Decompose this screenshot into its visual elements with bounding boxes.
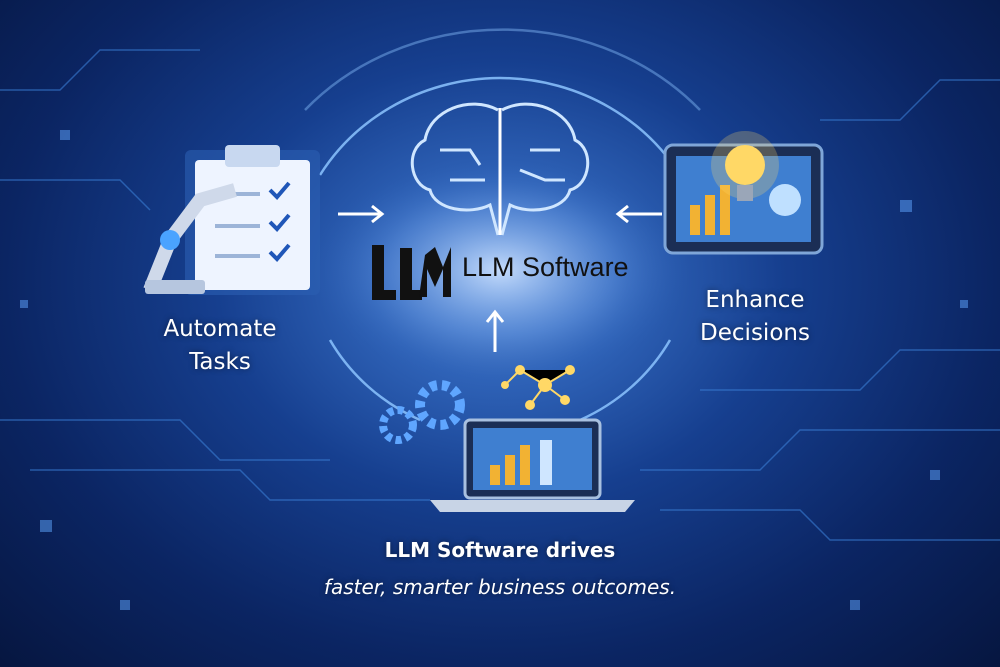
particles: [20, 130, 968, 610]
llm-logo: [372, 245, 451, 300]
circuit-lines: [0, 49, 1000, 541]
tagline-headline: LLM Software drives: [384, 538, 616, 562]
arrow-icons: [338, 204, 662, 352]
clipboard-robot-arm-icon: [143, 145, 320, 295]
brand-name: LLM Software: [462, 252, 629, 282]
tablet-lightbulb-chart-icon: [663, 131, 824, 255]
enhance-line1: Enhance: [705, 287, 805, 313]
automate-line1: Automate: [163, 316, 277, 342]
brain-icon: [410, 102, 590, 236]
enhance-line2: Decisions: [700, 320, 810, 346]
automate-line2: Tasks: [189, 349, 251, 375]
enhance-decisions-label: Enhance Decisions: [655, 284, 855, 350]
tagline-subline: faster, smarter business outcomes.: [323, 575, 677, 599]
laptop-gears-network-icon: [379, 365, 635, 512]
center-glow: [310, 160, 690, 380]
automate-tasks-label: Automate Tasks: [120, 313, 320, 379]
